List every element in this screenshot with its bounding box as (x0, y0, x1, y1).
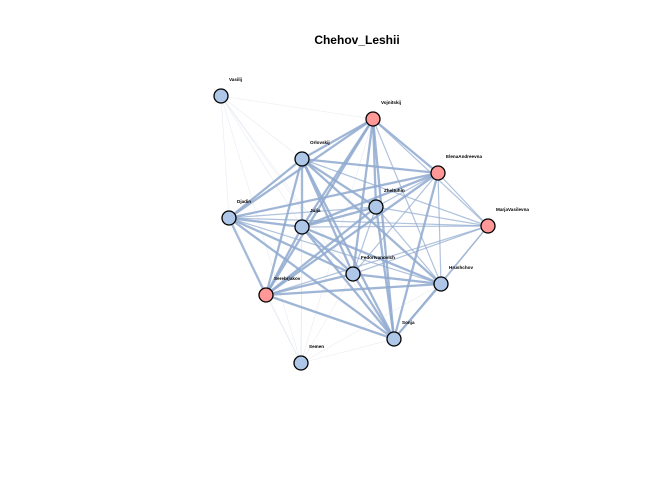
edge-serebrjakov-sonja (265, 293, 395, 341)
edge-elenaandreevna-sonja (392, 172, 440, 340)
edge-djadin-julja (228, 216, 303, 229)
edge-orlovskij-djadin (228, 158, 303, 219)
edge-elenaandreevna-julja (301, 171, 439, 229)
node-label-fedorivanovich: FedorIvanovich (361, 255, 395, 260)
edge-layer (220, 95, 489, 364)
node-sonja[interactable] (386, 331, 402, 347)
edge-fedorivanovich-serebrjakov (265, 272, 354, 297)
edge-vojnitskij-elenaandreevna (372, 118, 439, 174)
node-label-vojnitskij: Vojnitskij (381, 100, 401, 105)
edge-zheltuhin-julja (301, 205, 377, 229)
edge-sonja-semen (300, 338, 395, 364)
node-serebrjakov[interactable] (258, 287, 274, 303)
node-fedorivanovich[interactable] (345, 266, 361, 282)
edge-djadin-hrushchov (228, 217, 442, 285)
edge-djadin-serebrjakov (227, 217, 268, 296)
node-label-semen: Semen (309, 344, 324, 349)
edge-julja-hrushchov (301, 225, 442, 286)
edge-fedorivanovich-sonja (352, 273, 395, 340)
edge-vojnitskij-hrushchov (372, 118, 442, 285)
edge-elenaandreevna-djadin (228, 171, 439, 220)
edge-vojnitskij-sonja (371, 118, 396, 340)
node-vasilij[interactable] (213, 88, 229, 104)
edge-fedorivanovich-semen (300, 273, 354, 364)
edge-djadin-sonja (228, 217, 395, 340)
edge-djadin-mariavasilevna (228, 217, 489, 227)
edge-zheltuhin-djadin (228, 206, 377, 219)
node-label-orlovskij: Orlovskij (310, 140, 330, 145)
edge-serebrjakov-semen (265, 294, 302, 364)
edge-vasilij-orlovskij (220, 95, 303, 160)
edge-orlovskij-semen (300, 158, 303, 364)
node-elenaandreevna[interactable] (430, 165, 446, 181)
edge-julja-sonja (301, 226, 395, 340)
edge-vojnitskij-orlovskij (301, 117, 374, 161)
edge-zheltuhin-mariavasilevna (375, 206, 489, 227)
edge-julja-mariavasilevna (301, 225, 489, 228)
edge-elenaandreevna-hrushchov (437, 172, 442, 285)
edge-julja-serebrjakov (264, 226, 304, 296)
node-label-julja: Julja (310, 208, 321, 213)
node-mariavasilevna[interactable] (480, 218, 496, 234)
edge-orlovskij-mariavasilevna (301, 158, 489, 227)
node-vojnitskij[interactable] (365, 111, 381, 127)
node-label-serebrjakov: Serebrjakov (274, 276, 301, 281)
node-hrushchov[interactable] (433, 276, 449, 292)
node-label-djadin: Djadin (237, 199, 251, 204)
edge-elenaandreevna-serebrjakov (265, 172, 439, 296)
edge-orlovskij-serebrjakov (264, 158, 304, 296)
edge-orlovskij-sonja (300, 158, 396, 340)
edge-julja-semen (300, 226, 303, 364)
node-zheltuhin[interactable] (368, 199, 384, 215)
node-label-zheltuhin: Zheltuhin (384, 188, 405, 193)
node-label-sonja: Sonja (402, 320, 415, 325)
edge-vasilij-semen (220, 95, 302, 364)
node-label-vasilij: Vasilij (229, 77, 242, 82)
edge-orlovskij-elenaandreevna (301, 157, 439, 175)
node-label-elenaandreevna: ElenaAndreevna (446, 154, 482, 159)
node-djadin[interactable] (221, 210, 237, 226)
edge-vojnitskij-fedorivanovich (351, 118, 375, 275)
node-label-mariavasilevna: MarjaVasilevna (496, 207, 529, 212)
edge-zheltuhin-fedorivanovich (352, 206, 377, 275)
node-orlovskij[interactable] (294, 151, 310, 167)
edge-hrushchov-semen (300, 283, 442, 364)
edge-vasilij-djadin (220, 95, 230, 219)
edge-elenaandreevna-mariavasilevna (437, 172, 489, 227)
graph-title: Chehov_Leshii (314, 33, 399, 47)
node-julja[interactable] (294, 219, 310, 235)
edge-elenaandreevna-zheltuhin (375, 172, 439, 208)
edge-zheltuhin-hrushchov (375, 206, 442, 285)
edge-serebrjakov-mariavasilevna (265, 225, 489, 296)
edge-fedorivanovich-mariavasilevna (352, 225, 489, 275)
edge-vasilij-vojnitskij (220, 95, 374, 120)
edge-hrushchov-serebrjakov (265, 282, 442, 297)
edge-vojnitskij-serebrjakov (265, 118, 374, 296)
edge-zheltuhin-sonja (374, 206, 396, 340)
node-semen[interactable] (293, 355, 309, 371)
edge-fedorivanovich-hrushchov (352, 272, 442, 286)
node-label-hrushchov: Hrushchov (449, 265, 473, 270)
node-layer: VasilijVojnitskijOrlovskijElenaAndreevna… (213, 77, 529, 371)
edge-orlovskij-zheltuhin (301, 158, 377, 208)
edge-julja-fedorivanovich (301, 226, 354, 275)
